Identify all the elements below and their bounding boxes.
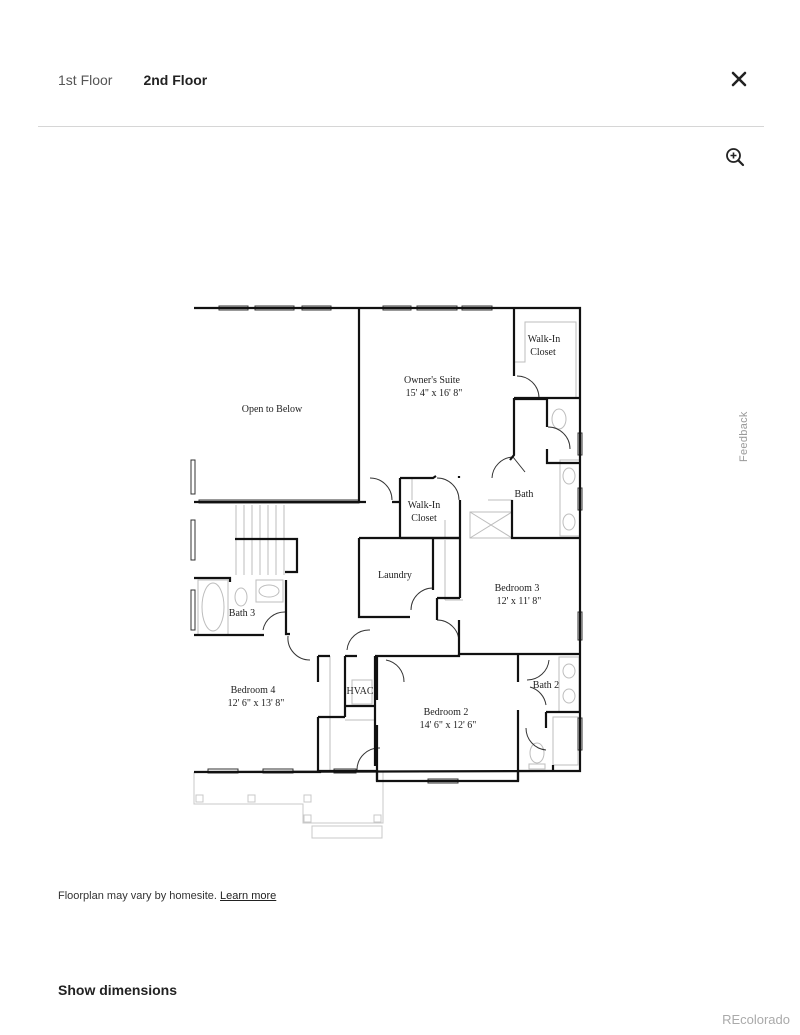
room-walk-in-closet-1-line2: Closet: [530, 347, 556, 358]
windows: [190, 305, 583, 784]
room-walk-in-closet-2: Walk-In: [408, 500, 441, 511]
disclaimer-text: Floorplan may vary by homesite.: [58, 890, 217, 902]
room-walk-in-closet-1: Walk-In: [528, 334, 561, 345]
room-bedroom-3: Bedroom 3: [495, 583, 540, 594]
learn-more-link[interactable]: Learn more: [220, 890, 277, 902]
room-bedroom-4-size: 12' 6" x 13' 8": [228, 698, 285, 709]
room-bath-2: Bath 2: [533, 680, 559, 691]
room-bedroom-4: Bedroom 4: [231, 685, 276, 696]
room-walk-in-closet-2-line2: Closet: [411, 513, 437, 524]
room-bedroom-3-size: 12' x 11' 8": [497, 596, 542, 607]
show-dimensions-button[interactable]: Show dimensions: [58, 982, 178, 998]
zoom-in-icon: [726, 148, 745, 167]
close-icon: [731, 71, 747, 87]
close-button[interactable]: [728, 68, 750, 90]
header-divider: [38, 126, 764, 127]
door-swings: [262, 375, 571, 771]
room-bath-3: Bath 3: [229, 608, 255, 619]
room-bedroom-2: Bedroom 2: [424, 707, 469, 718]
room-owners-suite: Owner's Suite: [404, 375, 461, 386]
room-hvac: HVAC: [346, 686, 373, 697]
porch-outline: [193, 772, 384, 839]
room-labels: Open to Below Owner's Suite 15' 4" x 16'…: [228, 334, 561, 731]
walls: [193, 306, 582, 783]
room-owners-suite-size: 15' 4" x 16' 8": [406, 388, 463, 399]
room-bath: Bath: [515, 489, 534, 500]
room-laundry: Laundry: [378, 570, 412, 581]
tab-2nd-floor[interactable]: 2nd Floor: [143, 72, 208, 88]
room-open-to-below: Open to Below: [242, 404, 303, 415]
floorplan-disclaimer: Floorplan may vary by homesite. Learn mo…: [58, 890, 276, 902]
floor-tabs: 1st Floor 2nd Floor: [58, 70, 207, 90]
room-bedroom-2-size: 14' 6" x 12' 6": [420, 720, 477, 731]
zoom-in-button[interactable]: [724, 146, 746, 168]
watermark: REcolorado: [722, 1012, 790, 1027]
tab-1st-floor[interactable]: 1st Floor: [58, 72, 113, 88]
